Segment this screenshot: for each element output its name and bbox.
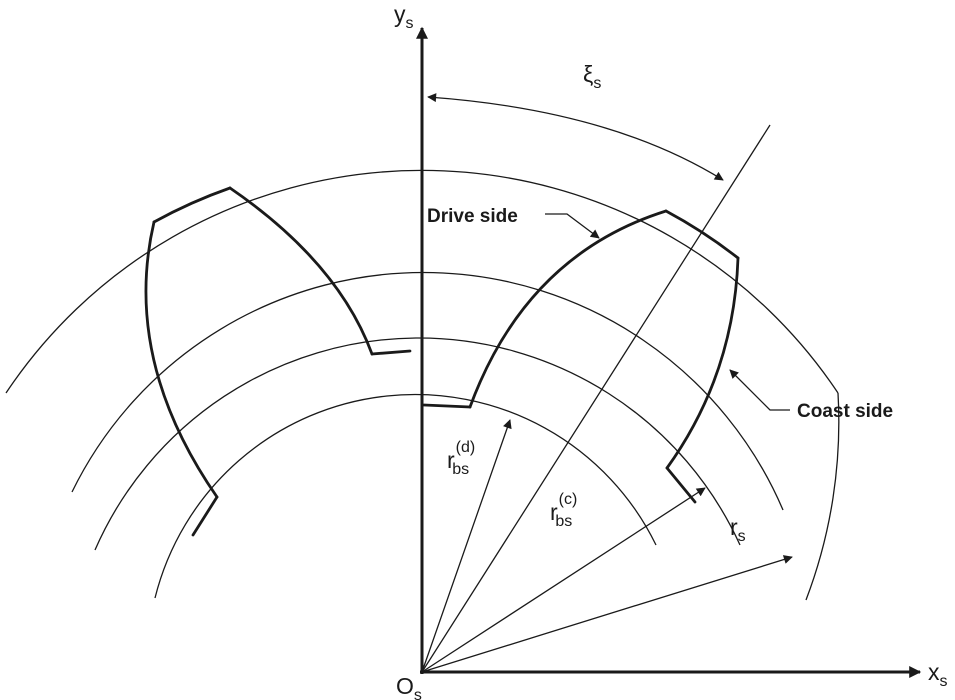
left-tooth-coast-flank bbox=[144, 220, 219, 499]
x-axis-label: xs bbox=[928, 659, 948, 690]
outer-tip-circle-right bbox=[805, 392, 840, 601]
r-drive-base-label: r(d)bs bbox=[447, 439, 475, 478]
left-tooth-tip-land bbox=[152, 186, 232, 224]
radius-drive-base-vector bbox=[421, 419, 512, 673]
radius-outer-vector bbox=[421, 555, 793, 673]
right-tooth-drive-flank bbox=[468, 209, 668, 409]
origin-label: Os bbox=[396, 673, 422, 700]
coast-side-label: Coast side bbox=[797, 401, 893, 422]
angle-xi-label: ξs bbox=[583, 61, 601, 92]
drive-side-leader bbox=[545, 213, 600, 239]
root-circle bbox=[154, 393, 657, 599]
y-axis-label: ys bbox=[394, 1, 414, 32]
coast-side-leader bbox=[729, 369, 790, 411]
r-outer-label: rs bbox=[730, 514, 746, 545]
angle-xi-arc bbox=[427, 93, 724, 181]
left-tooth-drive-flank bbox=[228, 186, 374, 356]
radius-coast-base-vector bbox=[421, 487, 706, 673]
coast-base-circle bbox=[71, 271, 784, 511]
drive-side-label: Drive side bbox=[427, 206, 518, 227]
left-tooth-root-fillet bbox=[370, 349, 412, 356]
right-tooth-tip-land bbox=[664, 209, 740, 260]
tooth-center-line bbox=[421, 124, 771, 673]
drive-base-circle bbox=[94, 337, 741, 551]
right-tooth-coast-flank bbox=[665, 256, 740, 470]
right-tooth-root-stub bbox=[665, 466, 697, 504]
right-tooth-root-land bbox=[422, 403, 472, 409]
left-tooth-root-stub bbox=[191, 495, 219, 537]
r-coast-base-label: r(c)bs bbox=[550, 491, 577, 530]
